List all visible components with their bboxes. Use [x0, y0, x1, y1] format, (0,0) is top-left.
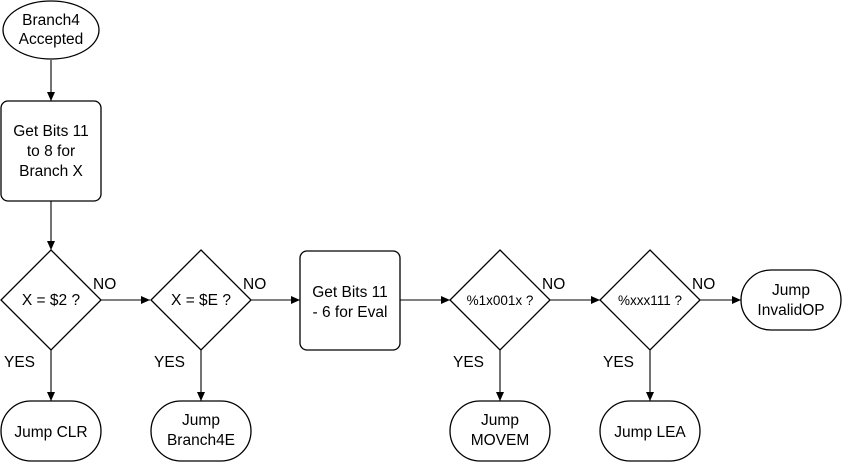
terminal-jump-invalid-line-2: InvalidOP: [757, 302, 824, 319]
decision-check-lea-text: %xxx111 ?: [618, 293, 682, 308]
terminal-jump-movem-line-1: Jump: [481, 412, 519, 429]
decision-check-e-text: X = $E ?: [171, 292, 231, 309]
decision-check-2-text: X = $2 ?: [22, 292, 81, 309]
label-no-check-lea: NO: [692, 276, 715, 293]
node-get-bits-branch: Get Bits 11 to 8 for Branch X: [0, 100, 102, 202]
terminal-jump-invalid-line-1: Jump: [772, 282, 810, 299]
label-no-check-2: NO: [93, 276, 116, 293]
node-start-line-1: Branch4: [22, 12, 80, 29]
decision-check-lea: %xxx111 ?: [599, 249, 701, 351]
terminal-jump-lea: Jump LEA: [599, 400, 701, 462]
terminal-jump-branch4e-line-1: Jump: [182, 412, 220, 429]
terminal-jump-movem: Jump MOVEM: [449, 400, 551, 462]
terminal-jump-lea-text: Jump LEA: [614, 424, 686, 441]
node-start-line-2: Accepted: [19, 31, 84, 48]
edge-labels: NO YES NO YES NO YES NO YES: [4, 276, 715, 371]
node-get-bits-branch-line-3: Branch X: [19, 163, 83, 180]
node-get-bits-eval-line-2: - 6 for Eval: [313, 304, 388, 321]
terminal-jump-branch4e: Jump Branch4E: [150, 400, 252, 462]
label-yes-check-lea: YES: [603, 354, 634, 371]
edges: [47, 60, 741, 401]
label-no-check-movem: NO: [542, 276, 565, 293]
decision-check-movem: %1x001x ?: [449, 249, 551, 351]
label-no-check-e: NO: [243, 276, 266, 293]
decision-check-e: X = $E ?: [150, 249, 252, 351]
node-start: Branch4 Accepted: [2, 0, 100, 60]
node-get-bits-branch-line-2: to 8 for: [27, 143, 75, 160]
decision-check-movem-text: %1x001x ?: [467, 293, 534, 308]
node-get-bits-eval: Get Bits 11 - 6 for Eval: [299, 250, 401, 351]
terminal-jump-branch4e-line-2: Branch4E: [167, 432, 235, 449]
node-get-bits-branch-line-1: Get Bits 11: [13, 123, 89, 140]
label-yes-check-2: YES: [4, 354, 35, 371]
node-get-bits-eval-line-1: Get Bits 11: [312, 284, 388, 301]
decision-check-2: X = $2 ?: [0, 249, 102, 351]
terminal-jump-movem-line-2: MOVEM: [471, 432, 530, 449]
terminal-jump-clr: Jump CLR: [0, 400, 102, 462]
terminal-jump-clr-text: Jump CLR: [14, 424, 87, 441]
label-yes-check-movem: YES: [453, 354, 484, 371]
terminal-jump-invalid: Jump InvalidOP: [740, 269, 842, 331]
label-yes-check-e: YES: [154, 354, 185, 371]
